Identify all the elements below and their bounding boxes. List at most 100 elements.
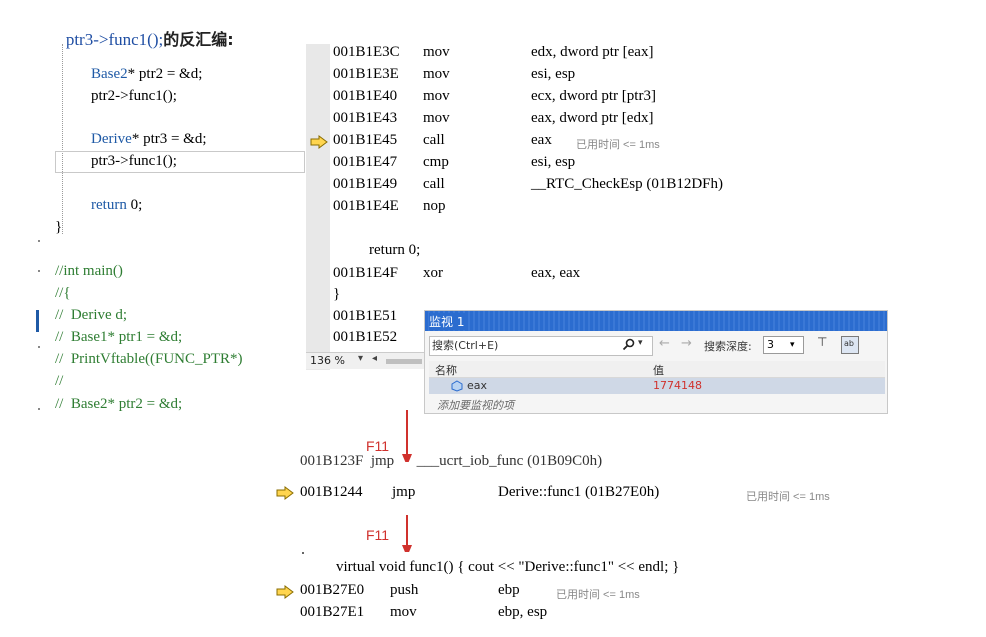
current-instruction-arrow-icon xyxy=(276,486,294,500)
source-line[interactable]: Base2* ptr2 = &d; xyxy=(91,66,202,83)
elapsed-time: 已用时间 <= 1ms xyxy=(556,589,640,601)
source-line[interactable]: } xyxy=(55,219,63,235)
depth-value: 3 xyxy=(767,338,774,351)
elapsed-time: 已用时间 <= 1ms xyxy=(576,139,660,151)
search-placeholder: 搜索(Ctrl+E) xyxy=(432,339,499,352)
watch-title: 监视 1 xyxy=(429,313,469,330)
zoom-bar: 136 % ▾ ◂ xyxy=(306,352,424,369)
operands: ebp, esp xyxy=(498,604,548,620)
address: 001B1244 xyxy=(300,484,363,500)
hex-icon: ab xyxy=(844,339,854,348)
opcode: mov xyxy=(390,604,417,620)
opcode: mov xyxy=(423,66,450,82)
address: 001B1E4F xyxy=(333,265,399,281)
source-line[interactable]: return 0; xyxy=(91,197,142,214)
source-line[interactable]: ptr2->func1(); xyxy=(91,88,177,104)
watch-window: 监视 1 搜索(Ctrl+E) ▾ ← → 搜索深度: 3 ▾ ⊤ ab 名称 … xyxy=(424,310,888,414)
title-cn: 的反汇编: xyxy=(163,30,234,49)
rest-token: * ptr2 = &d; xyxy=(127,66,203,82)
address: 001B27E0 xyxy=(300,582,365,598)
watch-title-bar[interactable]: 监视 1 xyxy=(425,311,887,331)
depth-select[interactable]: 3 ▾ xyxy=(763,336,804,354)
disassembly-gutter xyxy=(306,44,330,370)
operands: eax, eax xyxy=(531,265,581,281)
return-keyword: return xyxy=(91,197,127,213)
type-token: Derive xyxy=(91,131,132,147)
column-value[interactable]: 值 xyxy=(653,364,664,377)
address: 001B1E40 xyxy=(333,88,398,104)
address: 001B1E52 xyxy=(333,329,398,345)
current-line-highlight xyxy=(55,151,305,173)
chevron-down-icon: ▾ xyxy=(790,340,795,350)
comment-line[interactable]: //int main() xyxy=(55,263,123,279)
current-instruction-arrow-icon xyxy=(310,135,328,149)
source-return: return 0; xyxy=(369,242,421,258)
step2-disassembly: 001B123F jmp ___ucrt_iob_func (01B09C0h)… xyxy=(276,453,856,508)
search-icon[interactable] xyxy=(622,338,636,352)
column-name[interactable]: 名称 xyxy=(435,364,457,377)
operands: eax xyxy=(531,132,552,148)
elapsed-time: 已用时间 <= 1ms xyxy=(746,491,830,503)
margin-dot xyxy=(38,346,40,348)
depth-label: 搜索深度: xyxy=(704,340,752,353)
source-line-current[interactable]: ptr3->func1(); xyxy=(91,153,177,169)
comment-line[interactable]: // Base2* ptr2 = &d; xyxy=(55,396,183,412)
opcode: mov xyxy=(423,110,450,126)
watch-row[interactable]: eax 1774148 xyxy=(429,378,885,394)
comment-line[interactable]: // PrintVftable((FUNC_PTR*) xyxy=(55,351,243,367)
closing-brace: } xyxy=(333,286,341,302)
pin-icon[interactable]: ⊤ xyxy=(817,335,828,349)
scope-guide xyxy=(62,44,63,234)
zoom-level[interactable]: 136 % xyxy=(310,354,345,367)
opcode: cmp xyxy=(423,154,449,170)
add-watch-hint[interactable]: 添加要监视的项 xyxy=(437,399,514,412)
f11-label: F11 xyxy=(366,438,390,454)
source-line: virtual void func1() { cout << "Derive::… xyxy=(336,559,680,575)
address: 001B1E47 xyxy=(333,154,398,170)
back-arrow-icon[interactable]: ← xyxy=(659,336,670,351)
opcode: call xyxy=(423,132,445,148)
address: 001B1E49 xyxy=(333,176,398,192)
operands: eax, dword ptr [edx] xyxy=(531,110,654,126)
f11-label: F11 xyxy=(366,527,390,543)
comment-line[interactable]: // xyxy=(55,373,64,389)
opcode: xor xyxy=(423,265,443,281)
type-token: Base2 xyxy=(91,66,128,82)
opcode: mov xyxy=(423,44,450,60)
search-options-chevron-icon[interactable]: ▾ xyxy=(638,338,643,348)
page-title: ptr3->func1();的反汇编: xyxy=(55,6,234,50)
current-instruction-arrow-icon xyxy=(276,585,294,599)
title-code: ptr3->func1(); xyxy=(65,30,164,49)
opcode: push xyxy=(390,582,419,598)
source-line[interactable]: Derive* ptr3 = &d; xyxy=(91,131,207,148)
hex-display-toggle[interactable]: ab xyxy=(841,336,859,354)
operands: __RTC_CheckEsp (01B12DFh) xyxy=(531,176,724,192)
opcode: nop xyxy=(423,198,446,214)
forward-arrow-icon[interactable]: → xyxy=(681,336,692,351)
address: 001B1E43 xyxy=(333,110,398,126)
operands: esi, esp xyxy=(531,66,576,82)
comment-line[interactable]: // Derive d; xyxy=(55,307,128,323)
horizontal-scrollbar[interactable] xyxy=(386,359,422,364)
rest-token: * ptr3 = &d; xyxy=(131,131,207,147)
watch-row-value: 1774148 xyxy=(653,379,702,392)
watch-search-input[interactable]: 搜索(Ctrl+E) xyxy=(429,336,653,356)
address: 001B1E51 xyxy=(333,308,398,324)
chevron-down-icon[interactable]: ▾ xyxy=(358,353,364,364)
address: 001B1E4E xyxy=(333,198,399,214)
comment-line[interactable]: // Base1* ptr1 = &d; xyxy=(55,329,183,345)
operands: Derive::func1 (01B27E0h) xyxy=(498,484,660,500)
margin-dot xyxy=(38,270,40,272)
address: 001B1E45 xyxy=(333,132,398,148)
margin-dot xyxy=(38,240,40,242)
comment-line[interactable]: //{ xyxy=(55,285,71,301)
opcode: call xyxy=(423,176,445,192)
address: 001B1E3C xyxy=(333,44,400,60)
scroll-left-icon[interactable]: ◂ xyxy=(372,353,378,364)
partial-row: 001B123F jmp ___ucrt_iob_func (01B09C0h) xyxy=(300,453,603,469)
operands: ecx, dword ptr [ptr3] xyxy=(531,88,656,104)
opcode: jmp xyxy=(392,484,416,500)
step3-disassembly: virtual void func1() { cout << "Derive::… xyxy=(276,552,856,628)
margin-dot xyxy=(38,408,40,410)
address: 001B1E3E xyxy=(333,66,399,82)
